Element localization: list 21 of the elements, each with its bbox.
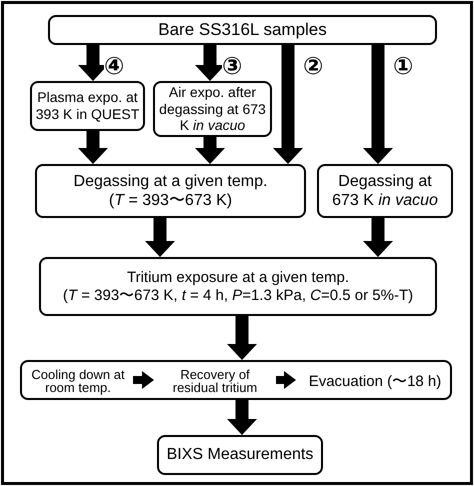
process-band xyxy=(20,360,452,400)
arrow xyxy=(363,45,393,164)
arrow xyxy=(273,45,303,164)
process-box: Tritium exposure at a given temp. (T = 393〜673 K, t = 4 h, P=1.3 kPa, C=0.5 or 5%-T) xyxy=(39,257,437,316)
arrow xyxy=(145,218,175,257)
process-box: BIXS Measurements xyxy=(157,435,323,475)
arrow xyxy=(133,371,154,389)
arrow xyxy=(227,316,257,360)
step-text: Evacuation (〜18 h) xyxy=(298,364,452,398)
process-box: Degassing at 673 K in vacuo xyxy=(317,164,453,218)
process-box: Bare SS316L samples xyxy=(48,15,437,45)
process-box: Degassing at a given temp. (T = 393〜673 K) xyxy=(35,164,306,218)
arrow xyxy=(195,137,225,164)
arrow xyxy=(276,371,296,389)
process-box: Plasma expo. at 393 K in QUEST xyxy=(30,81,145,131)
step-text: Cooling down at room temp. xyxy=(25,364,131,398)
arrow xyxy=(227,400,257,435)
arrow xyxy=(363,218,393,257)
arrow xyxy=(78,131,108,164)
process-box: Air expo. after degassing at 673 K in vacuo xyxy=(153,81,272,137)
step-text: Recovery of residual tritium xyxy=(156,364,274,398)
